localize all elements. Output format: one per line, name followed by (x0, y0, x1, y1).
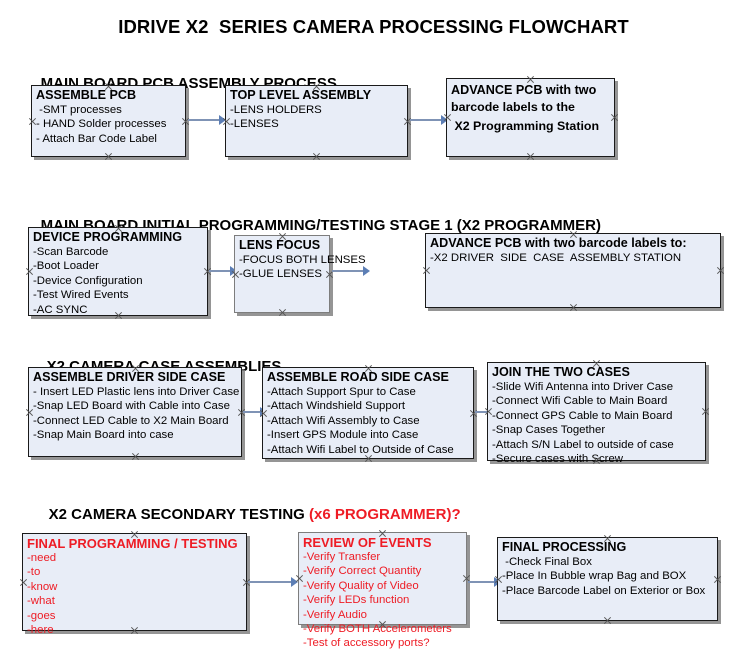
node-line: -Verify Quality of Video (303, 579, 419, 592)
connector-handle-right[interactable] (716, 266, 725, 275)
node-line: -goes (27, 609, 56, 622)
page-title: IDRIVE X2 SERIES CAMERA PROCESSING FLOWC… (118, 16, 629, 37)
node-line: -Verify Correct Quantity (303, 565, 422, 578)
node-line: X2 Programming Station (451, 119, 600, 133)
node-line: -LENS HOLDERS (230, 104, 322, 116)
node-final-processing[interactable]: FINAL PROCESSING -Check Final Box -Place… (497, 537, 718, 621)
node-line: barcode labels to the (451, 100, 575, 114)
node-line: -Attach Wifi Assembly to Case (267, 414, 420, 427)
node-assemble-driver-side-case[interactable]: ASSEMBLE DRIVER SIDE CASE - Insert LED P… (28, 367, 242, 457)
node-title: TOP LEVEL ASSEMBLY (230, 88, 372, 102)
node-advance-pcb-driver-side-case[interactable]: ADVANCE PCB with two barcode labels to: … (425, 233, 721, 308)
arrow-top-level-to-advance-pcb (410, 115, 448, 125)
node-title: ADVANCE PCB with two barcode labels to: (430, 236, 687, 250)
node-line: - Attach Bar Code Label (36, 132, 157, 145)
node-line: -Place Barcode Label on Exterior or Box (502, 584, 706, 597)
connector-handle-bottom[interactable] (603, 616, 612, 625)
node-line: -Verify BOTH Accelerometers (303, 623, 452, 636)
node-title: JOIN THE TWO CASES (492, 365, 630, 379)
node-line: -Test of accessory ports? (303, 637, 430, 650)
connector-handle-bottom[interactable] (131, 452, 140, 461)
node-line: -Attach Wifi Label to Outside of Case (267, 443, 454, 456)
node-line: -Attach Windshield Support (267, 400, 406, 413)
node-line: -Boot Loader (33, 260, 99, 273)
node-line: -what (27, 595, 55, 608)
node-title: LENS FOCUS (239, 238, 321, 252)
connector-handle-bottom[interactable] (526, 152, 535, 161)
node-title: ASSEMBLE DRIVER SIDE CASE (33, 370, 226, 384)
node-title: FINAL PROGRAMMING / TESTING (27, 536, 238, 551)
node-line: -Secure cases with Screw (492, 453, 624, 466)
node-line: -Snap Main Board into case (33, 429, 174, 442)
node-line: -Verify LEDs function (303, 594, 410, 607)
section-heading-text: X2 CAMERA SECONDARY TESTING (48, 506, 309, 523)
node-final-programming-testing[interactable]: FINAL PROGRAMMING / TESTING -need -to -k… (22, 533, 247, 636)
node-line: -GLUE LENSES (239, 268, 322, 281)
node-line: -Connect GPS Cable to Main Board (492, 409, 673, 422)
connector-handle-bottom[interactable] (278, 308, 287, 317)
node-review-of-events[interactable]: REVIEW OF EVENTS -Verify Transfer -Verif… (298, 532, 467, 649)
node-title: DEVICE PROGRAMMING (33, 230, 183, 244)
node-advance-pcb-programming-station[interactable]: ADVANCE PCB with two barcode labels to t… (446, 78, 615, 157)
node-line: -know (27, 580, 58, 593)
node-line: -Device Configuration (33, 274, 143, 287)
node-title: ASSEMBLE ROAD SIDE CASE (267, 370, 449, 384)
node-line: -AC SYNC (33, 303, 88, 316)
node-line: -Connect Wifi Cable to Main Board (492, 395, 668, 408)
node-line: -Slide Wifi Antenna into Driver Case (492, 381, 674, 393)
connector-handle-bottom[interactable] (312, 152, 321, 161)
section-heading-accent: (x6 PROGRAMMER)? (308, 506, 461, 523)
node-device-programming[interactable]: DEVICE PROGRAMMING -Scan Barcode -Boot L… (28, 227, 208, 316)
node-line: -Snap Cases Together (492, 424, 606, 437)
connector-handle-bottom[interactable] (569, 303, 578, 312)
node-line: -Test Wired Events (33, 289, 129, 302)
arrow-device-programming-to-lens-focus (209, 266, 237, 276)
connector-handle-bottom[interactable] (104, 152, 113, 161)
node-assemble-pcb[interactable]: ASSEMBLE PCB -SMT processes - HAND Solde… (31, 85, 186, 157)
node-line: -Attach Support Spur to Case (267, 386, 416, 398)
arrow-assemble-pcb-to-top-level (188, 115, 226, 125)
node-line: - Insert LED Plastic lens into Driver Ca… (33, 386, 240, 398)
node-line: - HAND Solder processes (36, 118, 167, 131)
node-line: -FOCUS BOTH LENSES (239, 254, 366, 266)
node-assemble-road-side-case[interactable]: ASSEMBLE ROAD SIDE CASE -Attach Support … (262, 367, 474, 459)
node-top-level-assembly[interactable]: TOP LEVEL ASSEMBLY -LENS HOLDERS -LENSES (225, 85, 408, 157)
node-line: -Insert GPS Module into Case (267, 429, 419, 442)
node-line: -Place In Bubble wrap Bag and BOX (502, 570, 687, 583)
node-line: -Check Final Box (502, 556, 592, 568)
node-lens-focus[interactable]: LENS FOCUS -FOCUS BOTH LENSES -GLUE LENS… (234, 235, 366, 313)
node-line: -SMT processes (36, 104, 122, 116)
node-title: REVIEW OF EVENTS (303, 535, 432, 550)
node-line: -to (27, 566, 41, 579)
node-line: -Scan Barcode (33, 246, 109, 258)
node-title: FINAL PROCESSING (502, 540, 627, 554)
node-line: -Connect LED Cable to X2 Main Board (33, 414, 229, 427)
section-heading-x2-camera-secondary-testing: X2 CAMERA SECONDARY TESTING (x6 PROGRAMM… (32, 489, 461, 540)
node-line: -Snap LED Board with Cable into Case (33, 400, 230, 413)
node-line: -X2 DRIVER SIDE CASE ASSEMBLY STATION (430, 252, 682, 264)
node-title: ASSEMBLE PCB (36, 88, 137, 102)
node-line: -LENSES (230, 118, 279, 131)
node-line: -here (27, 624, 54, 637)
node-line: -Verify Transfer (303, 551, 381, 563)
node-title: ADVANCE PCB with two (451, 83, 597, 97)
arrow-lens-focus-to-advance-pcb (332, 266, 370, 276)
connector-handle-left[interactable] (422, 266, 431, 275)
arrow-final-programming-to-review-events (248, 577, 298, 587)
node-line: -Attach S/N Label to outside of case (492, 438, 674, 451)
node-join-the-two-cases[interactable]: JOIN THE TWO CASES -Slide Wifi Antenna i… (487, 362, 706, 465)
node-line: -Verify Audio (303, 608, 367, 621)
node-line: -need (27, 552, 57, 564)
